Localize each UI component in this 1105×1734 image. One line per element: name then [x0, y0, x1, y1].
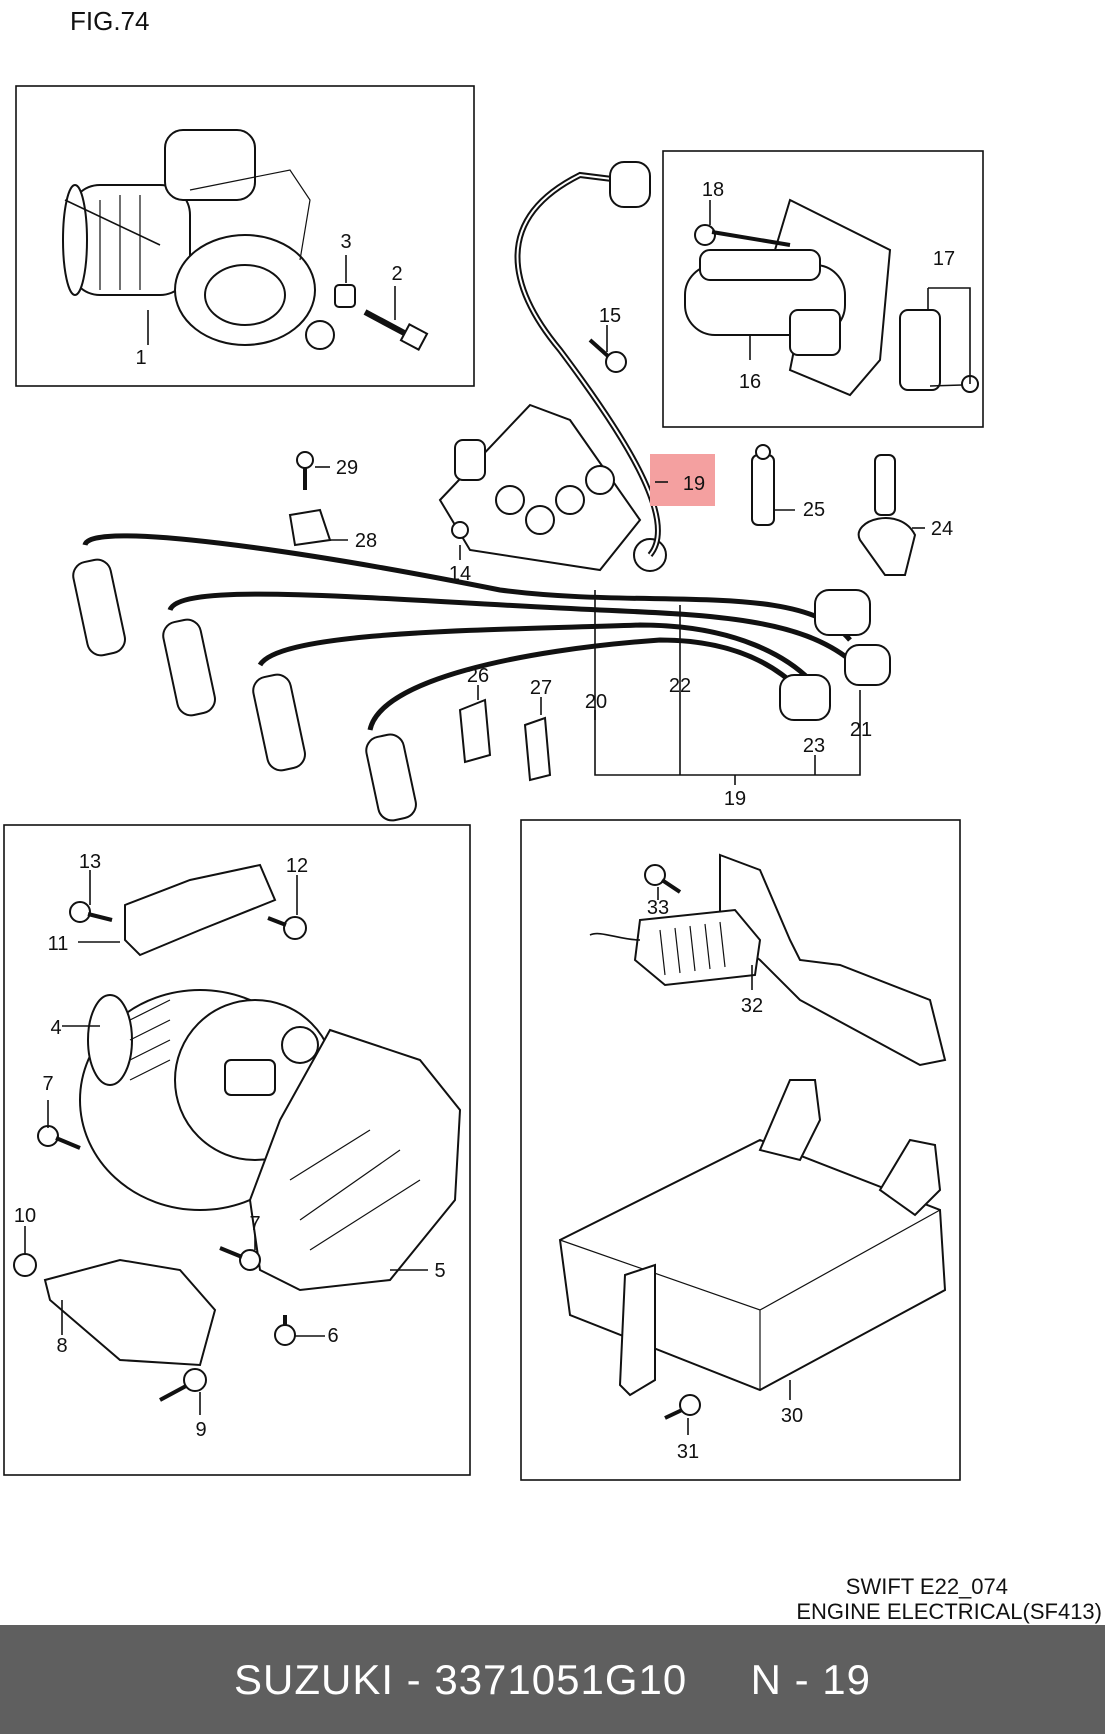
callout-31: 30 [781, 1405, 803, 1427]
highlight-callout-19 [650, 454, 715, 506]
callout-6: 6 [327, 1325, 338, 1347]
coil-bolt-drawing [694, 224, 791, 247]
callout-16: 16 [739, 371, 761, 393]
callout-30: 29 [336, 457, 358, 479]
coil-panel-frame [662, 150, 984, 428]
starter-panel-frame [15, 85, 475, 387]
starter-bolt-drawing [363, 309, 429, 351]
callout-29: 28 [355, 530, 377, 552]
callout-7-b: 7 [249, 1213, 260, 1235]
cord-holder-clamp-drawing [857, 454, 917, 576]
callout-10: 10 [14, 1205, 36, 1227]
coil-connector-drawing [899, 309, 979, 393]
bolt-13-drawing [69, 901, 113, 923]
bracket-clip-drawing [288, 508, 332, 547]
igniter-module-drawing [589, 908, 762, 987]
callout-26: 25 [803, 499, 825, 521]
callout-23: 22 [669, 675, 691, 697]
figure-title: FIG.74 [70, 6, 149, 36]
model-code: SWIFT E22_074 [846, 1574, 1008, 1599]
callout-33: 32 [741, 995, 763, 1017]
callout-19: 19 [683, 473, 705, 495]
footer-gap [687, 1656, 750, 1704]
callout-34: 33 [647, 897, 669, 919]
callout-28: 27 [530, 677, 552, 699]
callout-15: 15 [599, 305, 621, 327]
callout-4: 4 [50, 1017, 61, 1039]
ecm-panel-frame [520, 819, 961, 1481]
callout-8: 8 [56, 1335, 67, 1357]
callout-13: 13 [79, 851, 101, 873]
callout-14: 14 [449, 563, 471, 585]
ignition-coil-group [662, 150, 984, 428]
callout-25: 24 [931, 518, 953, 540]
callout-3: 3 [340, 231, 351, 253]
ecm-screw-drawing [664, 1394, 701, 1420]
part-info-footer: SUZUKI - 3371051G10 N - 19 [0, 1625, 1105, 1734]
callout-24: 23 [803, 735, 825, 757]
alternator-mount-bracket-drawing [43, 1258, 217, 1367]
cord-clamp-a-drawing [458, 698, 492, 764]
callout-32: 31 [677, 1441, 699, 1463]
spacer-collar-drawing [334, 284, 356, 308]
cord-clamp-b-drawing [523, 716, 552, 782]
callout-labels: 1 2 3 4 5 6 7 7 8 9 10 11 12 13 14 15 16… [14, 179, 955, 1463]
footer-brand: SUZUKI [234, 1655, 395, 1703]
ecm-unit-drawing [558, 1079, 947, 1397]
callout-17: 17 [933, 248, 955, 270]
spark-plug-cord-set-drawing [72, 533, 891, 822]
ignition-coil-drawing [684, 249, 846, 356]
bolt-9-drawing [159, 1368, 207, 1402]
bracket-bolt-drawing [296, 451, 314, 490]
ecm-igniter-group [520, 819, 961, 1481]
bolt-7a-drawing [37, 1125, 81, 1150]
callout-7-a: 7 [42, 1073, 53, 1095]
callout-2: 2 [391, 263, 402, 285]
callout-1: 1 [135, 347, 146, 369]
nut-10-drawing [13, 1253, 37, 1277]
alternator-group [3, 824, 471, 1476]
distributor-bolt-drawing [588, 338, 627, 373]
callout-20: 19 [724, 788, 746, 810]
bolt-7b-drawing [219, 1246, 261, 1271]
callout-18: 18 [702, 179, 724, 201]
footer-ref-label: N - 19 [750, 1655, 871, 1703]
cord-clip-drawing [751, 444, 775, 526]
parts-diagram: FIG.74 [3, 6, 1102, 1624]
coil-lead-boot [609, 161, 651, 208]
footer-separator: - [394, 1655, 435, 1703]
callout-27: 26 [467, 665, 489, 687]
distributor-drawing [438, 403, 667, 572]
igniter-bolt-drawing [644, 864, 682, 894]
bolt-6-drawing [274, 1315, 296, 1346]
alternator-cover-drawing [248, 1028, 462, 1292]
callout-12: 12 [286, 855, 308, 877]
callout-11: 11 [48, 933, 69, 955]
callout-5: 5 [434, 1260, 445, 1282]
starter-motor-group [15, 85, 475, 387]
callout-9: 9 [195, 1419, 206, 1441]
section-title: ENGINE ELECTRICAL(SF413) [796, 1599, 1102, 1624]
callout-21: 20 [585, 691, 607, 713]
footer-part-number: 3371051G10 [434, 1655, 688, 1703]
alternator-adjust-bracket-drawing [124, 863, 277, 957]
bolt-12-drawing [267, 916, 307, 940]
starter-motor-drawing [62, 129, 335, 350]
alternator-panel-frame [3, 824, 471, 1476]
callout-22: 21 [850, 719, 872, 741]
